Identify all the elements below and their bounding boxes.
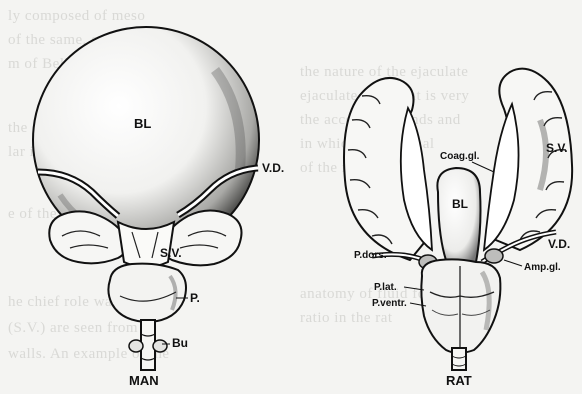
rat-label-prostate-lateral: P.lat. xyxy=(374,282,397,293)
rat-caption: RAT xyxy=(446,373,472,388)
rat-label-prostate-dorsal: P.dors. xyxy=(354,250,387,261)
rat-urethra xyxy=(452,348,466,370)
man-label-bladder: BL xyxy=(134,116,151,131)
rat-ampullary-gland-right xyxy=(485,249,503,263)
man-label-bulbourethral: Bu xyxy=(172,336,188,350)
rat-label-bladder: BL xyxy=(452,197,468,211)
man-bulbourethral-right xyxy=(153,340,167,352)
man-caption: MAN xyxy=(129,373,159,388)
man-figure: BL V.D. S.V. P. Bu MAN xyxy=(33,27,284,388)
rat-label-coagulating-gland: Coag.gl. xyxy=(440,151,480,162)
rat-label-vas-deferens: V.D. xyxy=(548,237,570,251)
man-bulbourethral-left xyxy=(129,340,143,352)
rat-figure: BL Coag.gl. S.V. V.D. Amp.gl. P.dors. P.… xyxy=(344,69,572,388)
rat-label-seminal-vesicle: S.V. xyxy=(546,141,568,155)
man-label-prostate: P. xyxy=(190,291,200,305)
rat-label-prostate-ventral: P.ventr. xyxy=(372,298,407,309)
man-label-seminal-vesicle: S.V. xyxy=(160,246,182,260)
rat-label-ampullary-gland: Amp.gl. xyxy=(524,262,561,273)
man-label-vas-deferens: V.D. xyxy=(262,161,284,175)
rat-bladder xyxy=(437,168,480,267)
